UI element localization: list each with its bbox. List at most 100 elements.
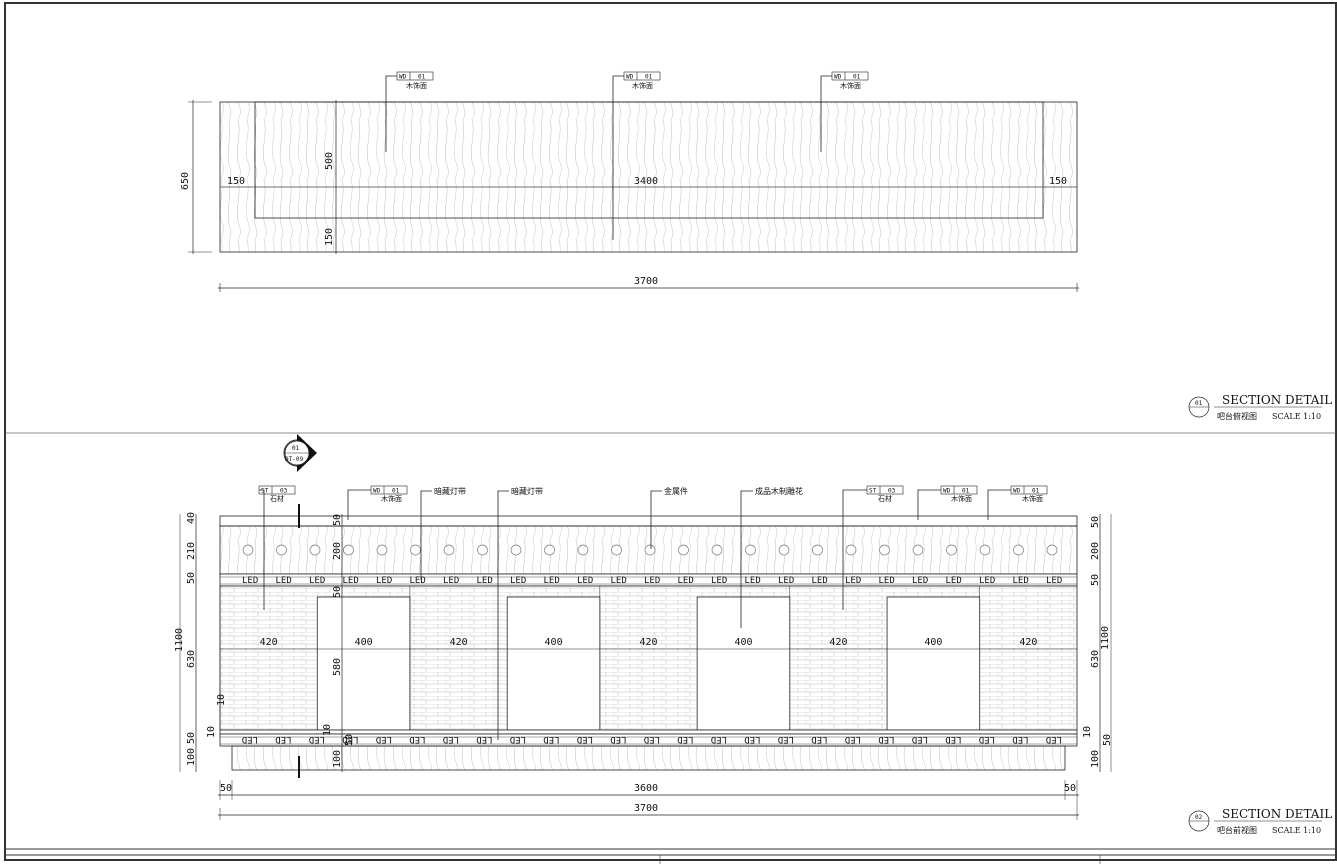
right-dim-50c: 50 bbox=[1102, 734, 1113, 746]
decor-circle bbox=[644, 544, 656, 556]
panel-opening bbox=[316, 596, 411, 731]
tag-num: 01 bbox=[392, 488, 400, 495]
decor-circle bbox=[778, 544, 790, 556]
bottom-dim-total: 3700 bbox=[634, 803, 658, 814]
title-scale: SCALE 1:10 bbox=[1272, 412, 1321, 421]
tag-label: 木饰面 bbox=[632, 81, 653, 90]
led-label: LED bbox=[912, 576, 928, 586]
tag-code: ST bbox=[869, 488, 877, 495]
bottom-led-label: LED bbox=[409, 734, 425, 744]
bottom-led-label: LED bbox=[610, 734, 626, 744]
panel-opening bbox=[886, 596, 981, 731]
decor-circle bbox=[979, 544, 991, 556]
led-label: LED bbox=[276, 576, 292, 586]
led-label: LED bbox=[879, 576, 895, 586]
right-dim-200: 200 bbox=[1090, 542, 1101, 560]
decor-circle bbox=[276, 544, 287, 556]
inner-dim-10: 10 bbox=[322, 724, 333, 736]
panel-width-label: 420 bbox=[450, 637, 468, 648]
panel-width-label: 400 bbox=[924, 637, 942, 648]
dim-total: 3700 bbox=[634, 276, 658, 287]
tag-num: 01 bbox=[962, 488, 970, 495]
title-text: SECTION DETAIL bbox=[1222, 807, 1332, 821]
led-label: LED bbox=[376, 576, 392, 586]
decor-circle bbox=[745, 544, 756, 556]
left-dim-100: 100 bbox=[186, 748, 197, 766]
dim-center: 3400 bbox=[634, 176, 658, 187]
decor-circle bbox=[410, 544, 421, 556]
tag-label: 石材 bbox=[270, 494, 284, 503]
decor-circle bbox=[946, 544, 957, 556]
top-inner-panel bbox=[254, 101, 1044, 219]
right-dim-100: 100 bbox=[1090, 750, 1101, 768]
tag-label: 木饰面 bbox=[951, 494, 972, 503]
led-label: LED bbox=[711, 576, 727, 586]
note-metal-part: 金属件 bbox=[664, 486, 688, 496]
led-label: LED bbox=[577, 576, 593, 586]
tag-num: 01 bbox=[853, 74, 861, 81]
panel-width-label: 420 bbox=[1019, 637, 1037, 648]
decor-circle bbox=[309, 544, 321, 556]
front-view: LED LED LED LED LED LED LED LED LED LED LED LED LED L… bbox=[174, 434, 1332, 835]
bottom-led-label: LED bbox=[242, 734, 258, 744]
panel-opening bbox=[696, 596, 791, 731]
led-label: LED bbox=[678, 576, 694, 586]
decor-circle bbox=[1046, 544, 1058, 556]
decor-circle bbox=[544, 544, 555, 556]
section-marker[interactable]: 01 DT-09 bbox=[283, 434, 317, 778]
tag-num: 03 bbox=[888, 488, 896, 495]
bottom-dim-right: 50 bbox=[1064, 783, 1076, 794]
panel-width-label: 420 bbox=[829, 637, 847, 648]
led-label: LED bbox=[979, 576, 995, 586]
title-text: SECTION DETAIL bbox=[1222, 393, 1332, 407]
panel-width-label: 400 bbox=[355, 637, 373, 648]
tag-label: 木饰面 bbox=[406, 81, 427, 90]
inner-dim-50b: 50 bbox=[332, 586, 343, 598]
panel-width-label: 420 bbox=[640, 637, 658, 648]
inner-dim-200: 200 bbox=[332, 542, 343, 560]
led-label: LED bbox=[410, 576, 426, 586]
right-dim-50: 50 bbox=[1090, 516, 1101, 528]
title-subtitle: 吧台俯视图 bbox=[1217, 411, 1257, 421]
bottom-led-label: LED bbox=[744, 734, 760, 744]
bottom-led-label: LED bbox=[543, 734, 559, 744]
right-dim-50b: 50 bbox=[1090, 574, 1101, 586]
bottom-led-label: LED bbox=[979, 734, 995, 744]
left-dim-630: 630 bbox=[186, 650, 197, 668]
section-marker-num: 01 bbox=[292, 445, 300, 452]
decor-circle bbox=[711, 544, 723, 556]
decor-circle bbox=[845, 544, 857, 556]
bottom-led-label: LED bbox=[510, 734, 526, 744]
tag-label: 木饰面 bbox=[840, 81, 861, 90]
inner-dim-580: 580 bbox=[332, 658, 343, 676]
dim-right-margin: 150 bbox=[1049, 176, 1067, 187]
decor-circle bbox=[678, 544, 689, 556]
led-label: LED bbox=[1046, 576, 1062, 586]
decor-circle bbox=[242, 544, 254, 556]
panel-opening bbox=[506, 596, 601, 731]
led-label: LED bbox=[611, 576, 627, 586]
bottom-led-label: LED bbox=[443, 734, 459, 744]
tag-code: ST bbox=[261, 488, 269, 495]
decor-circle bbox=[879, 544, 890, 556]
led-label: LED bbox=[544, 576, 560, 586]
dim-left-margin: 150 bbox=[227, 176, 245, 187]
left-dim-50b: 50 bbox=[186, 732, 197, 744]
note-wood-carving: 成品木制雕花 bbox=[755, 486, 803, 496]
right-dim-630: 630 bbox=[1090, 650, 1101, 668]
bottom-led-label: LED bbox=[275, 734, 291, 744]
tag-code: WD bbox=[373, 488, 381, 495]
bottom-led-label: LED bbox=[1046, 734, 1062, 744]
top-tag-2: WD 01 木饰面 bbox=[612, 71, 661, 240]
tag-code: WD bbox=[943, 488, 951, 495]
dim-height-bottom: 150 bbox=[324, 228, 335, 246]
panel-width-label: 400 bbox=[734, 637, 752, 648]
bottom-led-label: LED bbox=[577, 734, 593, 744]
tag-num: 01 bbox=[418, 74, 426, 81]
panel-width-label: 420 bbox=[260, 637, 278, 648]
